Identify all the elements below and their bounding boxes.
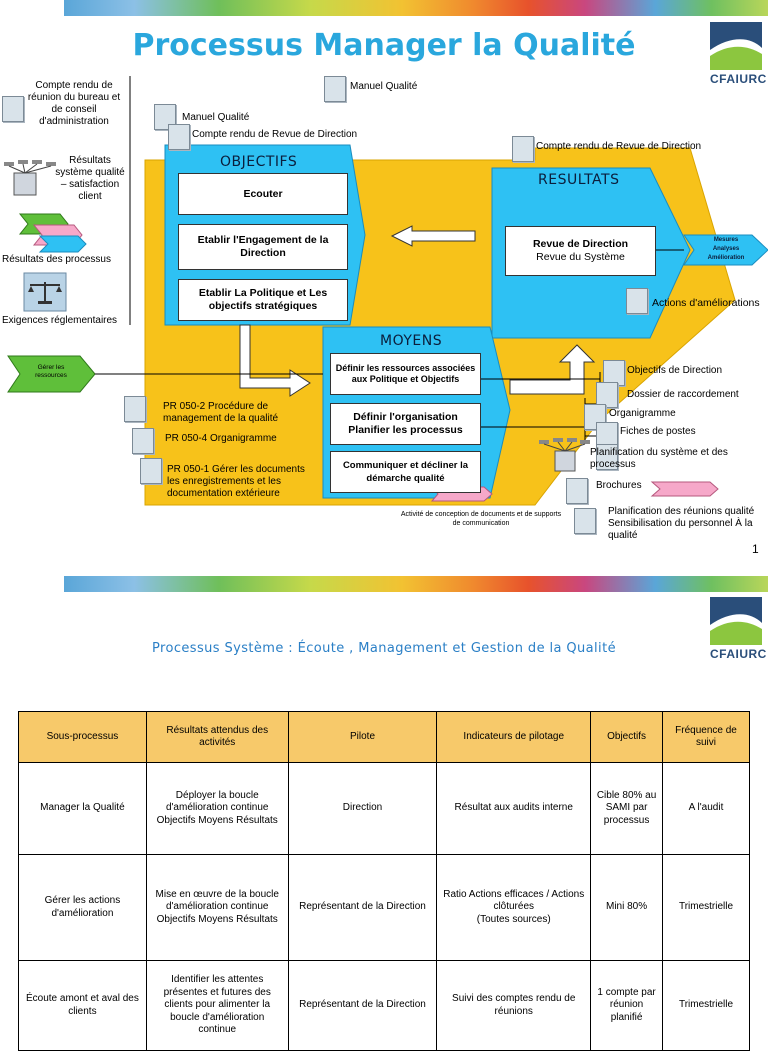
column-header: Résultats attendus des activités <box>145 711 289 763</box>
document-icon <box>566 478 588 504</box>
label-activite-conception: Activité de conception de documents et d… <box>400 511 562 527</box>
table-cell: Résultat aux audits interne <box>436 762 592 855</box>
decorative-band-top <box>64 0 768 16</box>
table-cell: Trimestrielle <box>662 960 750 1051</box>
document-icon <box>132 428 154 454</box>
label-pr-050-2: PR 050-2 Procédure de management de la q… <box>163 401 279 424</box>
document-icon <box>2 96 24 122</box>
column-header: Sous-processus <box>18 711 147 763</box>
table-row: Gérer les actions d'amélioration Mise en… <box>18 854 750 961</box>
label-organigramme: Organigramme <box>609 408 676 419</box>
table-row: Manager la Qualité Déployer la boucle d'… <box>18 762 750 855</box>
revue-direction-box: Revue de Direction Revue du Système <box>505 226 656 276</box>
label-compte-rendu-revue: Compte rendu de Revue de Direction <box>192 129 358 140</box>
network-icon-left <box>4 160 56 196</box>
table-cell: Identifier les attentes présentes et fut… <box>145 960 289 1051</box>
mesures-chevron <box>683 234 768 266</box>
table-cell: Mise en œuvre de la boucle d'amélioratio… <box>145 854 289 961</box>
label-resultats-systeme: Résultats système qualité – satisfaction… <box>55 155 125 202</box>
label-fiches-postes: Fiches de postes <box>620 426 696 437</box>
document-icon <box>168 124 190 150</box>
down-right-arrow <box>239 324 311 397</box>
label-brochures: Brochures <box>596 480 642 491</box>
label-actions-ameliorations: Actions d'améliorations <box>652 297 760 309</box>
table-cell: Ratio Actions efficaces / Actions clôtur… <box>436 854 592 961</box>
table-cell: Gérer les actions d'amélioration <box>18 854 147 961</box>
table-cell: A l'audit <box>662 762 750 855</box>
feedback-arrow <box>390 225 476 247</box>
document-icon <box>154 104 176 130</box>
page-number: 1 <box>752 542 759 556</box>
label-pr-050-4: PR 050-4 Organigramme <box>165 433 277 444</box>
label-compte-rendu-bureau: Compte rendu de réunion du bureau et de … <box>27 80 121 127</box>
objectif-box: Etablir La Politique et Les objectifs st… <box>178 279 348 321</box>
network-icon-right <box>539 438 590 472</box>
up-arrow <box>509 344 596 395</box>
objectifs-header: OBJECTIFS <box>220 154 298 170</box>
moyens-header: MOYENS <box>380 333 443 349</box>
label-planification: Planification du système et des processu… <box>590 447 728 470</box>
label-resultats-processus: Résultats des processus <box>2 254 111 265</box>
gerer-ressources-chevron <box>7 355 96 393</box>
document-icon <box>596 382 618 408</box>
document-icon <box>140 458 162 484</box>
process-table: Sous-processus Résultats attendus des ac… <box>18 711 750 1051</box>
table-cell: Suivi des comptes rendu de réunions <box>436 960 592 1051</box>
label-gerer-ressources: Gérer les ressources <box>35 364 67 379</box>
label-objectifs-direction: Objectifs de Direction <box>627 365 723 376</box>
table-cell: Direction <box>287 762 438 855</box>
document-icon <box>324 76 346 102</box>
table-cell: Cible 80% au SAMI par processus <box>590 762 664 855</box>
objectif-box: Ecouter <box>178 173 348 215</box>
table-cell: Manager la Qualité <box>18 762 147 855</box>
label-exigences: Exigences réglementaires <box>2 315 118 326</box>
moyen-box: Communiquer et décliner la démarche qual… <box>330 451 481 493</box>
table-cell: Déployer la boucle d'amélioration contin… <box>145 762 289 855</box>
process-system-title: Processus Système : Écoute , Management … <box>152 641 616 656</box>
document-icon <box>596 444 618 470</box>
objectif-box: Etablir l'Engagement de la Direction <box>178 224 348 270</box>
resultats-header: RESULTATS <box>538 172 620 188</box>
label-planification-reunions: Planification des réunions qualité Sensi… <box>608 506 755 541</box>
decorative-band-middle <box>64 576 768 592</box>
document-icon <box>626 288 648 314</box>
label-compte-rendu-revue-right: Compte rendu de Revue de Direction <box>536 141 702 152</box>
table-cell: Écoute amont et aval des clients <box>18 960 147 1051</box>
table-cell: Représentant de la Direction <box>287 854 438 961</box>
table-header-row: Sous-processus Résultats attendus des ac… <box>18 711 750 763</box>
table-cell: 1 compte par réunion planifié <box>590 960 664 1051</box>
label-dossier-raccordement: Dossier de raccordement <box>627 389 739 400</box>
document-icon <box>512 136 534 162</box>
page-title: Processus Manager la Qualité <box>132 28 636 63</box>
moyen-box: Définir l'organisation Planifier les pro… <box>330 403 481 445</box>
label-pr-050-1: PR 050-1 Gérer les documents les enregis… <box>167 464 305 499</box>
table-cell: Mini 80% <box>590 854 664 961</box>
moyen-box: Définir les ressources associées aux Pol… <box>330 353 481 395</box>
column-header: Fréquence de suivi <box>662 711 750 763</box>
column-header: Indicateurs de pilotage <box>436 711 592 763</box>
label-manuel-qualite-top: Manuel Qualité <box>350 81 418 92</box>
table-row: Écoute amont et aval des clients Identif… <box>18 960 750 1051</box>
document-icon <box>574 508 596 534</box>
document-icon <box>124 396 146 422</box>
column-header: Objectifs <box>590 711 664 763</box>
label-manuel-qualite: Manuel Qualité <box>182 112 250 123</box>
table-cell: Représentant de la Direction <box>287 960 438 1051</box>
column-header: Pilote <box>287 711 438 763</box>
label-mesures: Mesures Analyses Amélioration <box>707 237 745 261</box>
table-cell: Trimestrielle <box>662 854 750 961</box>
